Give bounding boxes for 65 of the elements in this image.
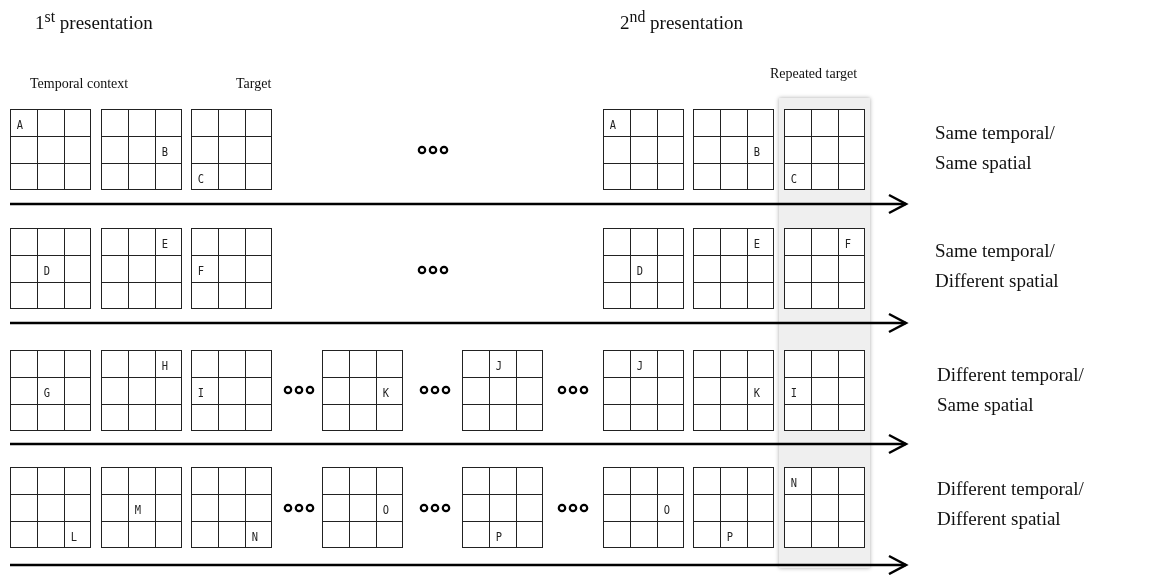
- grid-letter: H: [161, 358, 169, 374]
- presentation-heading: 1$^{st}$ presentation: [35, 8, 153, 35]
- grid-panel: [784, 109, 865, 190]
- grid-letter: A: [16, 117, 24, 133]
- grid-letter: J: [636, 358, 644, 374]
- grid-panel: [10, 467, 91, 548]
- grid-letter: G: [43, 385, 51, 401]
- grid-panel: [693, 350, 774, 431]
- grid-letter: B: [753, 144, 761, 160]
- grid-letter: B: [161, 144, 169, 160]
- grid-letter: N: [790, 475, 798, 491]
- grid-letter: P: [495, 529, 503, 545]
- grid-panel: [462, 467, 543, 548]
- condition-label: Same temporal/ Different spatial: [935, 239, 1060, 293]
- grid-letter: M: [134, 502, 142, 518]
- grid-letter: L: [70, 529, 78, 545]
- grid-panel: [101, 109, 182, 190]
- grid-panel: [693, 109, 774, 190]
- context-heading: Temporal context: [30, 76, 129, 92]
- grid-letter: N: [251, 529, 259, 545]
- grid-letter: P: [726, 529, 734, 545]
- grid-panel: [101, 350, 182, 431]
- grid-panel: [322, 467, 403, 548]
- grid-panel: [603, 350, 684, 431]
- condition-label: Same temporal/ Same spatial: [935, 121, 1056, 175]
- grid-letter: D: [636, 263, 644, 279]
- grid-panel: [191, 467, 272, 548]
- grid-panel: [603, 109, 684, 190]
- grid-panel: [10, 228, 91, 309]
- grid-letter: O: [663, 502, 671, 518]
- grid-panel: [101, 467, 182, 548]
- grid-letter: J: [495, 358, 503, 374]
- grid-letter: I: [790, 385, 798, 401]
- grid-letter: E: [161, 236, 169, 252]
- presentation-heading: 2$^{nd}$ presentation: [620, 8, 743, 35]
- grid-panel: [10, 350, 91, 431]
- grid-panel: [603, 228, 684, 309]
- target-heading: Target: [236, 76, 272, 92]
- grid-letter: A: [609, 117, 617, 133]
- grid-panel: [784, 350, 865, 431]
- grid-letter: D: [43, 263, 51, 279]
- grid-letter: I: [197, 385, 205, 401]
- grid-letter: E: [753, 236, 761, 252]
- condition-label: Different temporal/ Same spatial: [937, 363, 1085, 417]
- grid-panel: [10, 109, 91, 190]
- grid-panel: [693, 467, 774, 548]
- grid-letter: K: [382, 385, 390, 401]
- grid-letter: O: [382, 502, 390, 518]
- grid-panel: [784, 467, 865, 548]
- grid-panel: [191, 109, 272, 190]
- grid-panel: [322, 350, 403, 431]
- grid-panel: [693, 228, 774, 309]
- grid-panel: [191, 228, 272, 309]
- grid-panel: [101, 228, 182, 309]
- condition-label: Different temporal/ Different spatial: [937, 477, 1085, 531]
- grid-letter: C: [197, 171, 205, 187]
- grid-panel: [784, 228, 865, 309]
- grid-letter: F: [844, 236, 852, 252]
- grid-letter: K: [753, 385, 761, 401]
- grid-letter: F: [197, 263, 205, 279]
- grid-panel: [462, 350, 543, 431]
- grid-letter: C: [790, 171, 798, 187]
- grid-panel: [191, 350, 272, 431]
- column-heading: Repeated target: [770, 66, 858, 82]
- grid-panel: [603, 467, 684, 548]
